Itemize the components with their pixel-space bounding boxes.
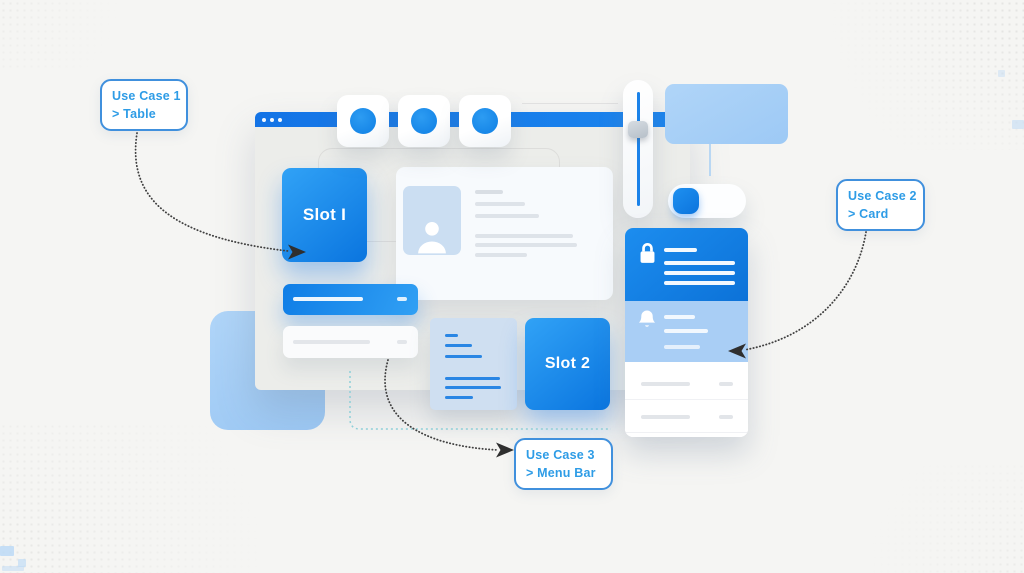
row-divider [625,432,748,433]
slider-track [636,92,640,206]
callout-2-subtitle: > Card [848,207,889,222]
window-control-dot[interactable] [262,117,266,122]
row-value-line [719,415,733,419]
card-text-line [664,271,735,275]
doc-line [445,334,458,337]
arrow-2-path [743,231,867,351]
card-text-line [664,329,708,333]
person-icon [418,221,446,254]
stacked-card [625,228,748,437]
halftone-pattern-top-left [0,0,130,70]
row-divider [625,399,748,400]
callout-3-title: Use Case 3 [526,448,595,462]
text-line [475,234,573,238]
card-section-bell [625,301,748,362]
circle-icon [472,108,498,134]
avatar [403,186,461,255]
document-card [430,318,517,410]
doc-line [445,386,501,389]
menu-dash [397,297,407,301]
slot-2-card[interactable]: Slot 2 [525,318,610,410]
doc-line [445,396,473,399]
callout-1-title: Use Case 1 [112,89,181,103]
slot-2-label: Slot 2 [544,355,591,372]
card-text-line [664,248,697,252]
menu-text-line [293,297,363,301]
slider-knob[interactable] [628,121,648,138]
pixel-decor [1012,120,1024,129]
row-text-line [641,382,690,386]
card-text-line [664,281,735,285]
decor-hairline [522,103,618,104]
pixel-decor [998,70,1005,77]
text-line [475,253,527,257]
menu-bar-inactive[interactable] [283,326,418,358]
toolbar-icon-card-1[interactable] [337,95,389,147]
arrow-3-head [496,442,514,458]
callout-2-title: Use Case 2 [848,189,917,203]
text-line [475,243,577,247]
callout-1-subtitle: > Table [112,107,156,122]
pixel-decor [18,559,26,567]
bell-icon [638,310,656,327]
pixel-decor [2,566,24,571]
vertical-slider[interactable] [623,80,653,218]
row-value-line [719,382,733,386]
text-line [475,190,503,194]
toolbar-icon-card-2[interactable] [398,95,450,147]
slot-1-label: Slot I [302,205,347,224]
card-text-line [664,261,735,265]
slot-1-card[interactable]: Slot I [282,168,367,262]
circle-icon [350,108,376,134]
card-section-rows [625,362,748,437]
toolbar-icon-card-3[interactable] [459,95,511,147]
profile-card [396,167,613,300]
menu-dash [397,340,407,344]
halftone-pattern-bottom-left [0,423,320,573]
pixel-decor [0,546,14,556]
callout-use-case-3: Use Case 3 > Menu Bar [514,438,613,491]
callout-3-subtitle: > Menu Bar [526,466,596,481]
window-control-dot[interactable] [270,117,274,122]
window-control-dot[interactable] [278,117,282,122]
row-text-line [641,415,690,419]
doc-line [445,377,500,380]
halftone-pattern-bottom-right [864,463,1024,573]
card-text-line [664,345,700,349]
doc-line [445,344,472,347]
card-text-line [664,315,695,319]
doc-line [445,355,482,358]
text-line [475,214,539,218]
card-section-lock [625,228,748,301]
decor-stem-line [709,144,711,176]
halftone-pattern-top-right [824,0,1024,150]
menu-text-line [293,340,370,344]
decor-blue-rect [665,84,788,144]
callout-use-case-2: Use Case 2 > Card [836,179,925,232]
circle-icon [411,108,437,134]
toggle-knob[interactable] [673,188,699,214]
lock-icon [640,242,655,263]
toggle-switch[interactable] [668,184,746,218]
callout-use-case-1: Use Case 1 > Table [100,79,188,132]
text-line [475,202,525,206]
menu-bar-active[interactable] [283,284,418,315]
